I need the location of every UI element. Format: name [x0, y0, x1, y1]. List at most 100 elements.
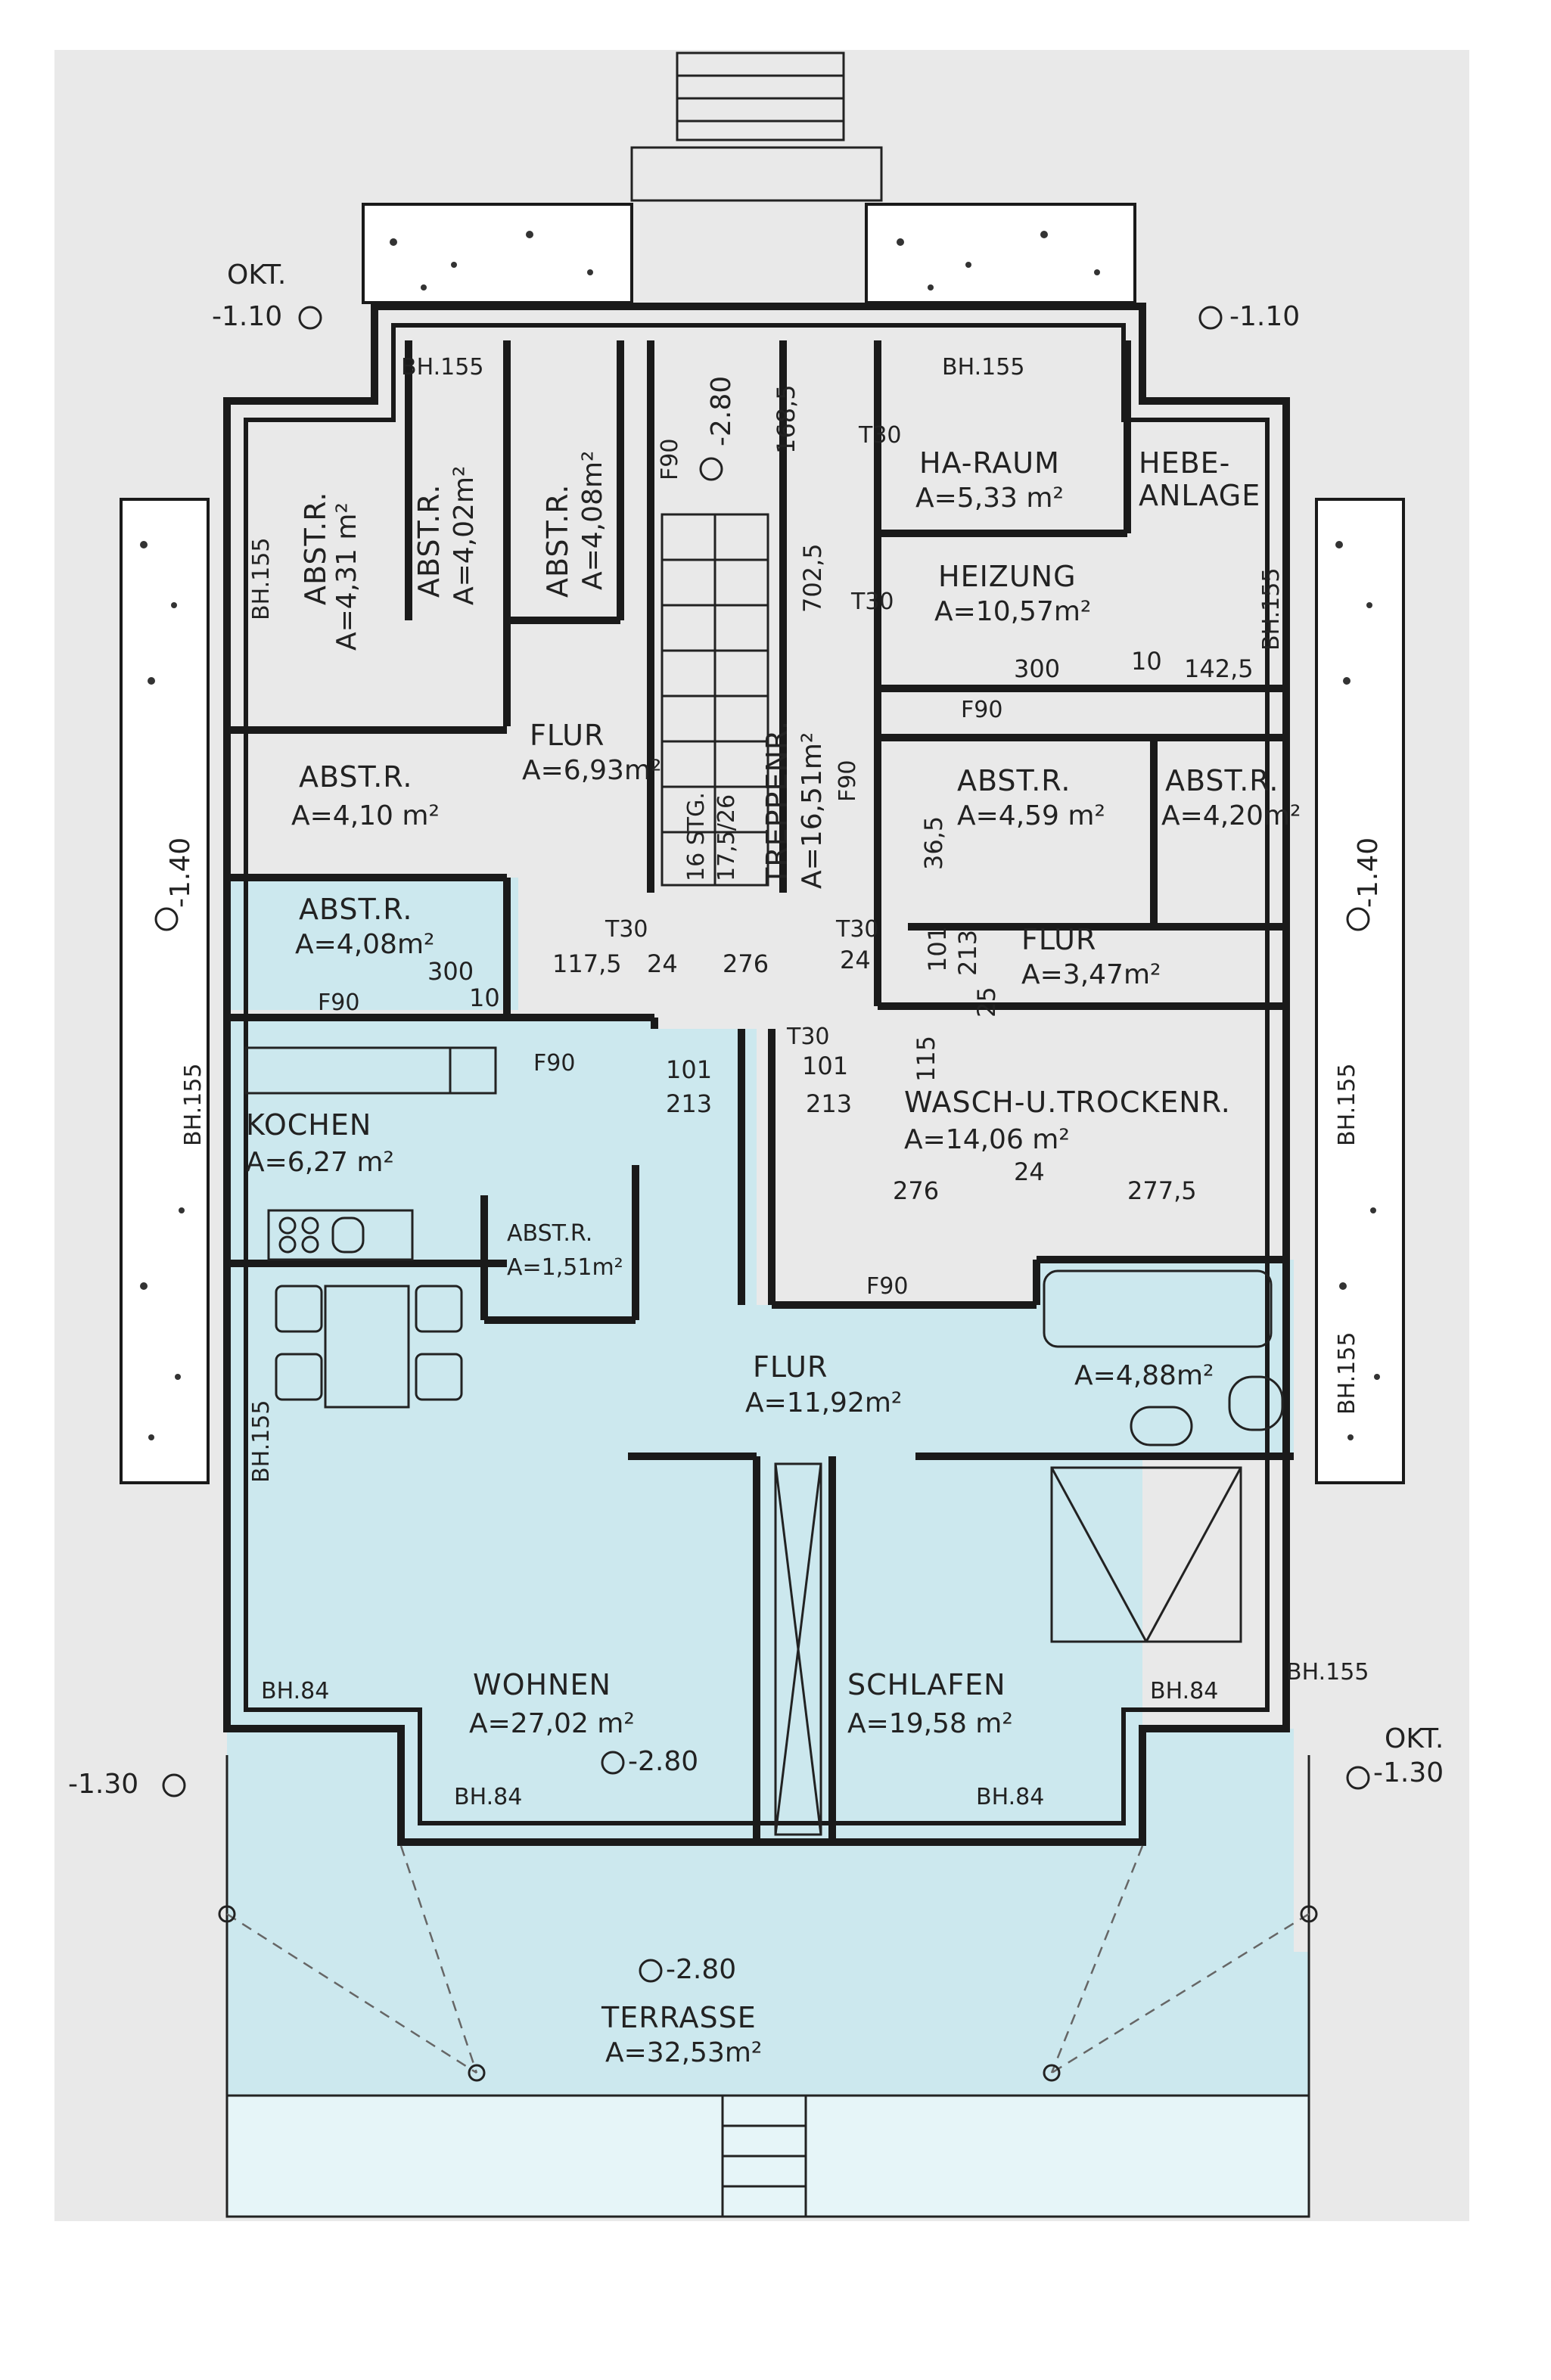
level-symbol	[1346, 1766, 1370, 1790]
fire-rating: F90	[961, 697, 1002, 723]
level-symbol	[1198, 306, 1223, 330]
room-name: WASCH-U.TROCKENR.	[904, 1086, 1231, 1119]
room-name: ABST.R.	[957, 764, 1071, 797]
level-label: -2.80	[706, 376, 737, 446]
room-name: FLUR	[753, 1350, 828, 1384]
dimension: 25	[972, 986, 1001, 1018]
dimension: 213	[666, 1089, 712, 1118]
stairs-label: 17,5/26	[713, 794, 740, 881]
room-area: A=4,88m²	[1074, 1360, 1214, 1391]
bh-mark: BH.155	[180, 1064, 207, 1146]
dimension: 277,5	[1127, 1176, 1197, 1205]
dimension: 101	[666, 1055, 712, 1084]
room-name: KOCHEN	[246, 1108, 371, 1142]
dimension: 36,5	[919, 816, 948, 870]
planter-left	[120, 498, 210, 1484]
room-area: A=32,53m²	[605, 2037, 762, 2068]
bh-mark: BH.155	[1334, 1332, 1360, 1415]
bh-mark: BH.155	[1334, 1064, 1360, 1146]
bh-mark: BH.155	[1286, 1659, 1369, 1686]
room-name: FLUR	[530, 719, 605, 752]
dimension: 115	[912, 1036, 940, 1082]
room-area: A=14,06 m²	[904, 1124, 1070, 1155]
bh-mark: BH.84	[976, 1784, 1044, 1810]
room-area: A=4,08m²	[577, 451, 608, 590]
level-symbol	[154, 907, 179, 931]
room-area: A=27,02 m²	[469, 1708, 635, 1739]
room-area: A=3,47m²	[1021, 959, 1161, 990]
dimension: 276	[893, 1176, 939, 1205]
bh-mark: BH.155	[248, 538, 275, 620]
level-label: -2.80	[628, 1746, 698, 1777]
room-area: A=16,51m²	[797, 732, 828, 889]
door-rating: T30	[786, 1024, 830, 1050]
room-name: ABST.R.	[299, 893, 412, 926]
okt-label: OKT.	[227, 259, 286, 291]
room-name: FLUR	[1021, 923, 1096, 956]
room-name: ABST.R.	[1165, 764, 1279, 797]
room-name: TREPPENR.	[760, 720, 794, 886]
bh-mark: BH.155	[1258, 568, 1285, 651]
door-rating: T30	[835, 916, 879, 943]
dimension: 101	[802, 1052, 848, 1080]
level-label: -1.40	[165, 837, 196, 908]
level-label: -2.80	[666, 1954, 736, 1985]
room-name: ABST.R.	[299, 760, 412, 794]
room-area: ANLAGE	[1139, 479, 1260, 512]
room-area: A=10,57m²	[934, 596, 1091, 627]
dimension: 213	[806, 1089, 852, 1118]
level-symbol	[601, 1751, 625, 1775]
room-area: A=4,08m²	[295, 929, 434, 960]
fire-rating: F90	[835, 760, 861, 802]
dimension: 24	[840, 946, 871, 974]
dimension: 168,5	[772, 384, 800, 454]
room-area: A=1,51m²	[507, 1254, 623, 1281]
room-area: A=19,58 m²	[847, 1708, 1013, 1739]
room-name: SCHLAFEN	[847, 1668, 1006, 1701]
room-name: HEBE-	[1139, 446, 1230, 480]
dimension: 24	[1014, 1157, 1045, 1186]
level-symbol	[1346, 907, 1370, 931]
fire-rating: F90	[533, 1050, 575, 1077]
level-label: -1.30	[1373, 1757, 1444, 1788]
level-label: -1.40	[1353, 837, 1384, 908]
dimension: 300	[427, 957, 474, 986]
room-name: ABST.R.	[299, 492, 332, 605]
dimension: 213	[953, 930, 982, 976]
room-area: A=6,27 m²	[246, 1147, 394, 1178]
bh-mark: BH.84	[261, 1678, 329, 1704]
terrace	[218, 1755, 1318, 2218]
level-label: -1.10	[212, 301, 282, 332]
planter-top-right	[865, 203, 1136, 304]
bh-mark: BH.84	[1150, 1678, 1218, 1704]
dimension: 142,5	[1184, 654, 1254, 683]
stairs-label: 16 STG.	[683, 792, 710, 881]
dimension: 10	[1131, 647, 1162, 676]
door-rating: T30	[858, 422, 902, 449]
room-area: A=11,92m²	[745, 1387, 902, 1418]
dimension: 10	[469, 983, 500, 1012]
fire-rating: F90	[657, 439, 683, 480]
level-symbol	[699, 457, 723, 481]
bh-mark: BH.155	[401, 354, 483, 381]
room-name: ABST.R.	[541, 484, 574, 598]
room-area: A=4,59 m²	[957, 800, 1105, 831]
level-symbol	[639, 1959, 663, 1983]
room-name: TERRASSE	[601, 2001, 757, 2034]
dimension: 276	[723, 949, 769, 978]
level-symbol	[298, 306, 322, 330]
room-name: ABST.R.	[507, 1220, 592, 1247]
fire-rating: F90	[866, 1273, 908, 1300]
room-area: A=5,33 m²	[915, 483, 1064, 514]
room-name: WOHNEN	[473, 1668, 611, 1701]
bh-mark: BH.155	[248, 1400, 275, 1483]
room-area: A=6,93m²	[522, 755, 661, 786]
room-labels: ABST.R. A=4,31 m² ABST.R. A=4,02m² ABST.…	[246, 446, 1301, 2068]
level-label: -1.10	[1229, 301, 1300, 332]
interior-walls	[227, 340, 1294, 1838]
dimension: 24	[647, 949, 678, 978]
room-name: ABST.R.	[412, 484, 446, 598]
room-area: A=4,20m²	[1161, 800, 1301, 831]
dimension: 300	[1014, 654, 1060, 683]
